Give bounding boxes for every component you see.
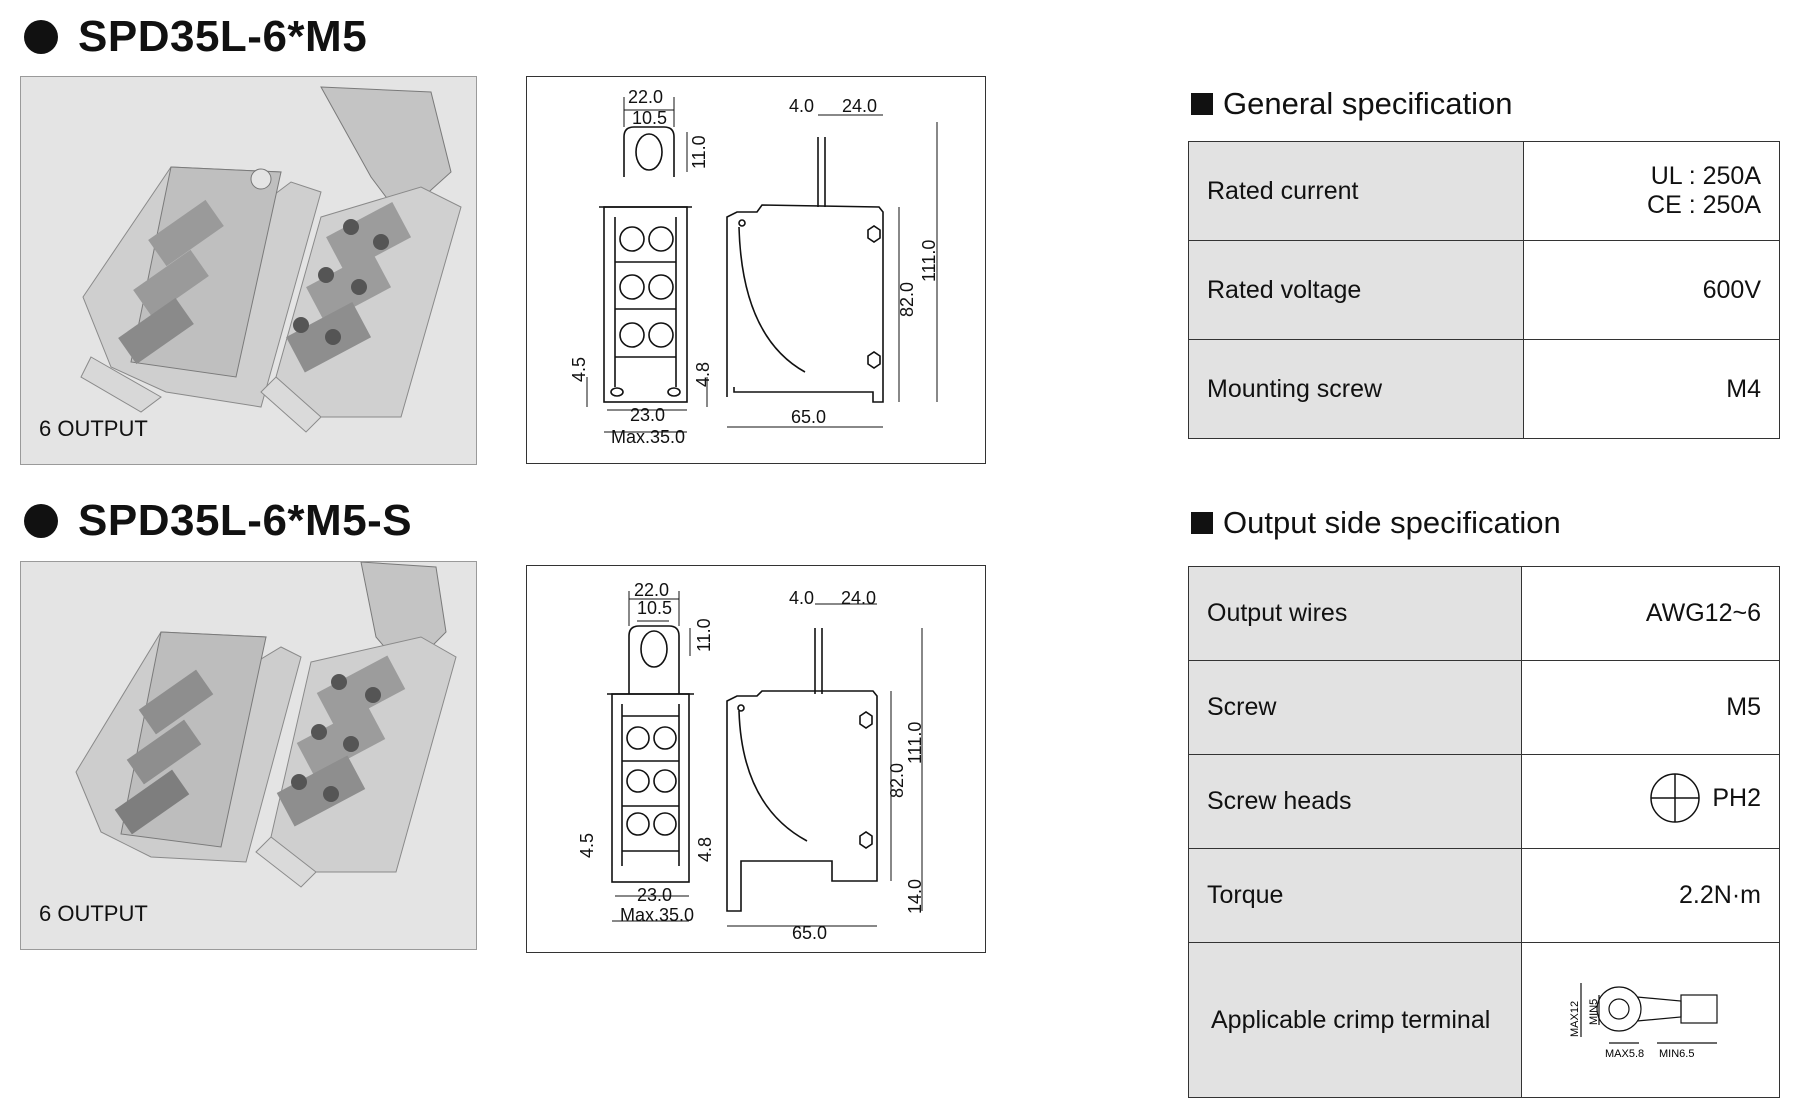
dim-side-w: 24.0 [841, 588, 876, 608]
dim-bottom1: 23.0 [637, 885, 672, 905]
dim-right: 4.8 [693, 362, 713, 387]
square-bullet-icon [1191, 512, 1213, 534]
table-row: Rated current UL : 250A CE : 250A [1188, 141, 1780, 241]
table-row: Rated voltage 600V [1188, 240, 1780, 340]
terminal-block-photo-icon [75, 562, 457, 888]
dim-bottom2: Max.35.0 [611, 427, 685, 447]
dim-bottom2: Max.35.0 [620, 905, 694, 925]
terminal-max-w: MAX5.8 [1605, 1048, 1644, 1060]
terminal-block-photo-icon [80, 86, 462, 433]
dim-tab: 11.0 [694, 618, 714, 652]
table-row: Screw heads PH2 [1188, 754, 1780, 849]
phillips-head-icon [1650, 773, 1701, 823]
terminal-min-w: MIN6.5 [1659, 1048, 1694, 1060]
spec-value: UL : 250A CE : 250A [1523, 141, 1780, 241]
dimension-drawing-2: 22.0 10.5 11.0 4.5 4.8 23.0 Max.35.0 4.0… [526, 565, 986, 953]
table-row: Mounting screw M4 [1188, 339, 1780, 439]
dim-side-w: 24.0 [842, 96, 877, 116]
dim-h2: 111.0 [919, 240, 939, 282]
dim-tab: 11.0 [689, 135, 709, 169]
dim-depth: 65.0 [791, 407, 826, 427]
dim-depth: 65.0 [792, 923, 827, 943]
spec-label: Output wires [1188, 566, 1522, 661]
spec-value: 600V [1523, 240, 1780, 340]
product-photo-2: 6 OUTPUT [20, 561, 477, 950]
terminal-min-h: MIN5 [1588, 998, 1600, 1024]
table-row: Screw M5 [1188, 660, 1780, 755]
dim-w1: 22.0 [634, 580, 669, 600]
spec-label: Rated voltage [1188, 240, 1524, 340]
bullet-icon [24, 504, 58, 538]
spec-value: MAX12 MIN5 MAX5.8 MIN6.5 [1521, 942, 1780, 1098]
spec-label: Applicable crimp terminal [1188, 942, 1522, 1098]
product-title-1: SPD35L-6*M5 [24, 12, 367, 61]
spec-label: Rated current [1188, 141, 1524, 241]
output-spec-title: Output side specification [1191, 503, 1561, 543]
product-photo-1: 6 OUTPUT [20, 76, 477, 465]
square-bullet-icon [1191, 93, 1213, 115]
dim-h1: 82.0 [897, 282, 917, 317]
table-row: Output wires AWG12~6 [1188, 566, 1780, 661]
dim-h1: 82.0 [887, 763, 907, 798]
dim-w1: 22.0 [628, 87, 663, 107]
dim-side-t: 4.0 [789, 96, 814, 116]
dim-h2: 111.0 [905, 722, 925, 764]
dim-side-t: 4.0 [789, 588, 814, 608]
spec-label: Mounting screw [1188, 339, 1524, 439]
spec-label: Screw [1188, 660, 1522, 755]
dim-left: 4.5 [577, 833, 597, 858]
photo-label: 6 OUTPUT [39, 901, 148, 926]
dim-right: 4.8 [695, 837, 715, 862]
dimension-drawing-svg-1: 22.0 10.5 11.0 4.5 4.8 23.0 Max.35.0 4.0… [569, 87, 939, 447]
spec-value: PH2 [1521, 754, 1780, 849]
spec-label: Torque [1188, 848, 1522, 943]
dim-w2: 10.5 [632, 108, 667, 128]
dimension-drawing-1: 22.0 10.5 11.0 4.5 4.8 23.0 Max.35.0 4.0… [526, 76, 986, 464]
dim-bottom1: 23.0 [630, 405, 665, 425]
spec-label: Screw heads [1188, 754, 1522, 849]
spec-value: M5 [1521, 660, 1780, 755]
dim-left: 4.5 [569, 357, 589, 382]
spec-value: AWG12~6 [1521, 566, 1780, 661]
table-row: Applicable crimp terminal MAX12 MIN5 MAX… [1188, 942, 1780, 1098]
photo-label: 6 OUTPUT [39, 416, 148, 441]
spec-value: 2.2N·m [1521, 848, 1780, 943]
general-spec-title: General specification [1191, 84, 1513, 124]
general-spec-table: Rated current UL : 250A CE : 250A Rated … [1188, 141, 1780, 439]
terminal-max-h: MAX12 [1569, 1000, 1581, 1036]
spec-value: M4 [1523, 339, 1780, 439]
dim-h3: 14.0 [905, 879, 925, 914]
bullet-icon [24, 20, 58, 54]
dimension-drawing-svg-2: 22.0 10.5 11.0 4.5 4.8 23.0 Max.35.0 4.0… [577, 580, 925, 943]
output-spec-table: Output wires AWG12~6 Screw M5 Screw head… [1188, 566, 1780, 1098]
table-row: Torque 2.2N·m [1188, 848, 1780, 943]
product-title-2: SPD35L-6*M5-S [24, 496, 412, 545]
dim-w2: 10.5 [637, 598, 672, 618]
crimp-terminal-icon: MAX12 MIN5 MAX5.8 MIN6.5 [1569, 982, 1718, 1060]
